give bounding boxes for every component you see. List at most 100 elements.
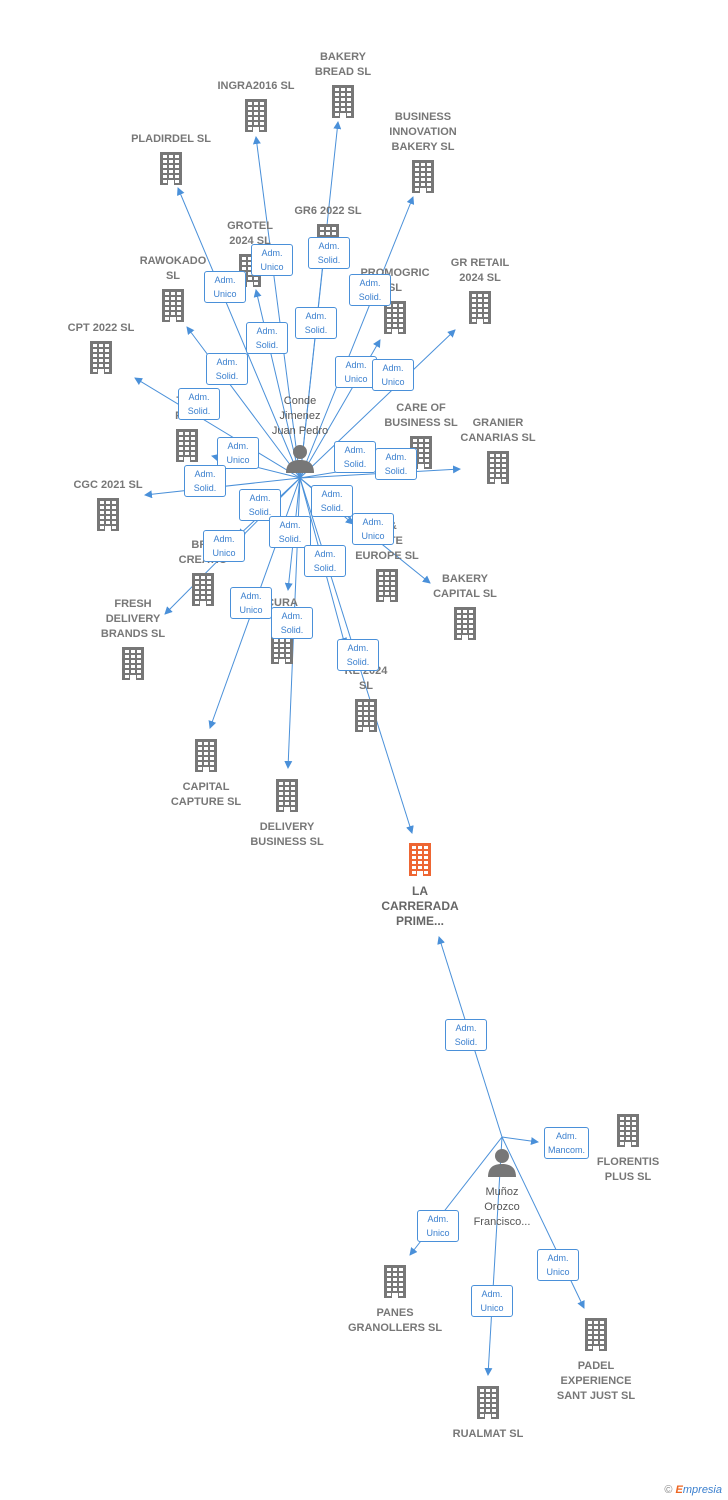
role-label[interactable]: Adm.Unico (471, 1285, 513, 1317)
label-line: DELIVERY (105, 613, 161, 625)
role-label[interactable]: Adm.Solid. (349, 274, 391, 306)
role-label[interactable]: Adm.Solid. (334, 441, 376, 473)
company-label: GR6 2022 SL (294, 204, 361, 219)
role-label[interactable]: Adm.Unico (372, 359, 414, 391)
building-icon (615, 1113, 641, 1152)
role-label[interactable]: Adm.Solid. (269, 516, 311, 548)
role-label[interactable]: Adm.Solid. (304, 545, 346, 577)
company-node[interactable]: RUALMAT SL (428, 1385, 548, 1442)
label-line: PRIME... (395, 914, 444, 928)
connection-line (253, 289, 301, 479)
role-label[interactable]: Adm.Solid. (308, 237, 350, 269)
role-label[interactable]: Adm.Solid. (206, 353, 248, 385)
connection-line (177, 187, 301, 479)
role-line: Adm. (455, 1023, 477, 1033)
label-line: BAKERY SL (391, 141, 455, 153)
role-line: Solid. (454, 1037, 478, 1047)
copyright-icon: © (664, 1484, 673, 1496)
label-line: Juan Pedro (271, 425, 329, 437)
role-label[interactable]: Adm.Solid. (295, 307, 337, 339)
label-line: GROTEL (227, 220, 273, 232)
role-label[interactable]: Adm.Solid. (184, 465, 226, 497)
company-node[interactable]: INGRA2016 SL (196, 79, 316, 137)
label-line: RAWOKADO (139, 255, 207, 267)
role-label[interactable]: Adm.Solid. (246, 322, 288, 354)
building-icon (190, 572, 216, 611)
label-line: CPT 2022 SL (67, 322, 135, 334)
role-label[interactable]: Adm.Unico (217, 437, 259, 469)
connection-line (299, 329, 456, 479)
label-line: PLUS SL (604, 1171, 652, 1183)
label-line: SL (387, 282, 403, 294)
label-line: GRANOLLERS SL (347, 1322, 443, 1334)
building-icon (243, 98, 269, 137)
company-node[interactable]: PLADIRDEL SL (111, 132, 231, 190)
label-line: CARRERADA (381, 899, 459, 913)
role-line: Unico (344, 374, 368, 384)
role-label[interactable]: Adm.Unico (417, 1210, 459, 1242)
label-line: SANT JUST SL (556, 1390, 636, 1402)
role-label[interactable]: Adm. Solid. (445, 1019, 487, 1051)
role-label[interactable]: Adm. Unico (335, 356, 377, 388)
building-icon (160, 288, 186, 327)
role-line: Solid. (187, 406, 211, 416)
building-icon (374, 568, 400, 607)
building-icon (407, 842, 433, 881)
role-label[interactable]: Adm.Solid. (311, 485, 353, 517)
role-label[interactable]: Adm.Unico (204, 271, 246, 303)
role-label[interactable]: Adm.Solid. (239, 489, 281, 521)
role-label[interactable]: Adm.Unico (203, 530, 245, 562)
person-icon (487, 1147, 517, 1182)
label-line: INGRA2016 SL (217, 80, 295, 92)
role-line: Adm. (194, 469, 216, 479)
role-label[interactable]: Adm.Solid. (271, 607, 313, 639)
company-node[interactable]: CPT 2022 SL (41, 321, 161, 379)
role-label[interactable]: Adm.Solid. (337, 639, 379, 671)
role-line: Unico (381, 377, 405, 387)
role-line: Solid. (304, 325, 328, 335)
label-line: CAPITAL (182, 781, 230, 793)
role-line: Adm. (547, 1253, 569, 1263)
role-label[interactable]: Adm.Solid. (375, 448, 417, 480)
role-label[interactable]: Adm.Unico (537, 1249, 579, 1281)
role-line: Adm. (321, 489, 343, 499)
role-label[interactable]: Adm.Mancom. (544, 1127, 590, 1159)
role-line: Solid. (313, 563, 337, 573)
role-label[interactable]: Adm.Solid. (178, 388, 220, 420)
role-line: Adm. (345, 360, 367, 370)
role-label[interactable]: Adm.Unico (352, 513, 394, 545)
company-label: INGRA2016 SL (217, 79, 294, 94)
role-label[interactable]: Adm.Unico (230, 587, 272, 619)
person-icon (285, 443, 315, 478)
role-label[interactable]: Adm.Unico (251, 244, 293, 276)
label-line: CAPITAL SL (433, 588, 497, 600)
label-line: DELIVERY (259, 821, 315, 833)
building-icon (330, 84, 356, 123)
label-line: CGC 2021 SL (73, 479, 143, 491)
role-line: Adm. (318, 241, 340, 251)
company-node[interactable]: CGC 2021 SL (48, 478, 168, 536)
label-line: 2024 SL (459, 272, 501, 284)
